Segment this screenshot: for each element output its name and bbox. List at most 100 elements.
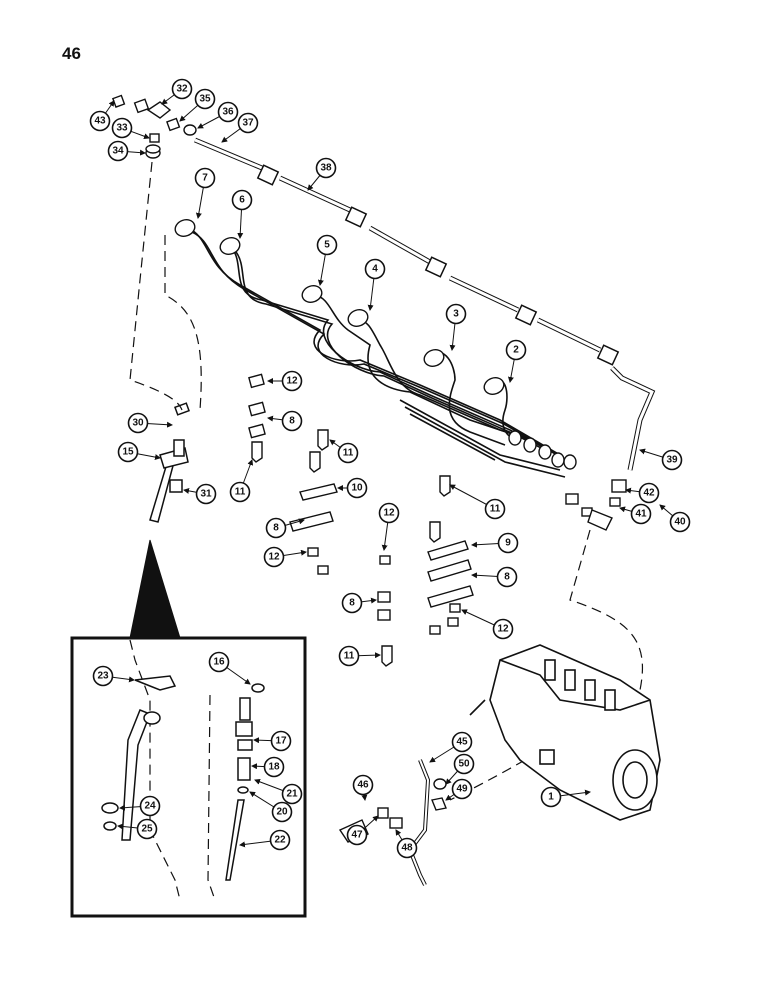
callout-9: 9 [471, 532, 519, 554]
callout-16: 16 [208, 651, 251, 685]
callout-8: 8 [265, 517, 305, 539]
callout-46: 46 [352, 774, 374, 801]
svg-text:12: 12 [286, 376, 298, 387]
callout-15: 15 [117, 441, 161, 463]
svg-text:50: 50 [458, 759, 470, 770]
callout-7: 7 [194, 167, 216, 219]
callout-12: 12 [378, 502, 400, 551]
svg-text:11: 11 [490, 504, 501, 515]
svg-text:9: 9 [505, 538, 511, 549]
inset-detail-box [70, 539, 307, 918]
callout-8: 8 [267, 410, 303, 432]
injection-lines [187, 227, 566, 478]
tee-fitting-right [565, 479, 627, 531]
callout-12: 12 [267, 370, 303, 392]
svg-text:38: 38 [320, 163, 332, 174]
callout-37: 37 [221, 112, 259, 143]
callout-6: 6 [231, 189, 253, 239]
svg-text:15: 15 [122, 447, 134, 458]
svg-text:41: 41 [635, 509, 647, 520]
callout-22: 22 [239, 829, 291, 851]
svg-text:1: 1 [548, 792, 554, 803]
callout-39: 39 [639, 448, 683, 471]
injector-assembly [149, 402, 190, 523]
callout-11: 11 [229, 459, 254, 503]
callout-21: 21 [254, 778, 303, 805]
svg-text:36: 36 [222, 107, 234, 118]
callout-2: 2 [505, 339, 527, 383]
svg-text:46: 46 [357, 780, 369, 791]
small-parts-top-left [111, 94, 197, 159]
line-nut-fittings [174, 219, 577, 470]
svg-text:21: 21 [286, 789, 298, 800]
callout-18: 18 [251, 756, 285, 778]
svg-text:17: 17 [275, 736, 287, 747]
callout-12: 12 [263, 546, 307, 568]
callout-49: 49 [445, 778, 473, 801]
callout-11: 11 [449, 484, 506, 520]
callout-3: 3 [445, 303, 467, 351]
svg-text:24: 24 [144, 801, 156, 812]
callout-8: 8 [341, 592, 377, 614]
svg-text:11: 11 [343, 448, 354, 459]
svg-text:6: 6 [239, 195, 245, 206]
callout-4: 4 [364, 258, 386, 311]
svg-text:12: 12 [383, 508, 395, 519]
svg-text:35: 35 [199, 94, 211, 105]
svg-text:45: 45 [456, 737, 468, 748]
callout-25: 25 [117, 818, 158, 840]
svg-text:25: 25 [141, 824, 153, 835]
svg-text:4: 4 [372, 264, 378, 275]
svg-text:3: 3 [453, 309, 459, 320]
svg-text:12: 12 [497, 624, 509, 635]
svg-text:32: 32 [176, 84, 188, 95]
svg-text:18: 18 [268, 762, 280, 773]
svg-text:34: 34 [112, 146, 124, 157]
callout-24: 24 [119, 795, 161, 817]
svg-text:5: 5 [324, 240, 330, 251]
svg-text:49: 49 [456, 784, 468, 795]
callout-47: 47 [346, 815, 379, 846]
callout-labels: 1234567888891011111111121212121516171820… [89, 78, 691, 859]
svg-text:10: 10 [351, 483, 363, 494]
dashed-leader-lines [129, 161, 644, 901]
callout-43: 43 [89, 100, 115, 132]
clamp-parts [248, 373, 474, 667]
svg-text:8: 8 [273, 523, 279, 534]
callout-45: 45 [429, 731, 473, 763]
callout-42: 42 [625, 482, 660, 504]
callout-40: 40 [659, 504, 691, 533]
callout-33: 33 [111, 117, 150, 140]
callout-5: 5 [316, 234, 338, 286]
svg-text:39: 39 [666, 455, 678, 466]
svg-text:12: 12 [268, 552, 280, 563]
svg-text:8: 8 [349, 598, 355, 609]
callout-41: 41 [619, 503, 652, 525]
callout-36: 36 [197, 101, 239, 129]
svg-text:23: 23 [97, 671, 109, 682]
svg-text:42: 42 [643, 488, 655, 499]
callout-20: 20 [249, 791, 293, 823]
callout-8: 8 [471, 566, 518, 588]
page-number: 46 [62, 44, 81, 63]
callout-48: 48 [395, 829, 418, 859]
callout-11: 11 [338, 645, 381, 667]
svg-text:8: 8 [289, 416, 295, 427]
callout-10: 10 [337, 477, 368, 499]
svg-text:11: 11 [344, 651, 355, 662]
injection-pump [469, 644, 661, 821]
svg-text:20: 20 [276, 807, 288, 818]
callout-30: 30 [127, 412, 173, 434]
callout-11: 11 [329, 439, 359, 464]
callout-38: 38 [307, 157, 337, 191]
callout-31: 31 [183, 483, 217, 505]
svg-text:16: 16 [213, 657, 225, 668]
svg-text:47: 47 [351, 830, 363, 841]
callout-34: 34 [107, 140, 146, 162]
inset-parts [101, 675, 265, 881]
callout-1: 1 [540, 786, 591, 808]
callout-23: 23 [92, 665, 135, 687]
callout-35: 35 [179, 88, 216, 122]
svg-text:48: 48 [401, 843, 413, 854]
